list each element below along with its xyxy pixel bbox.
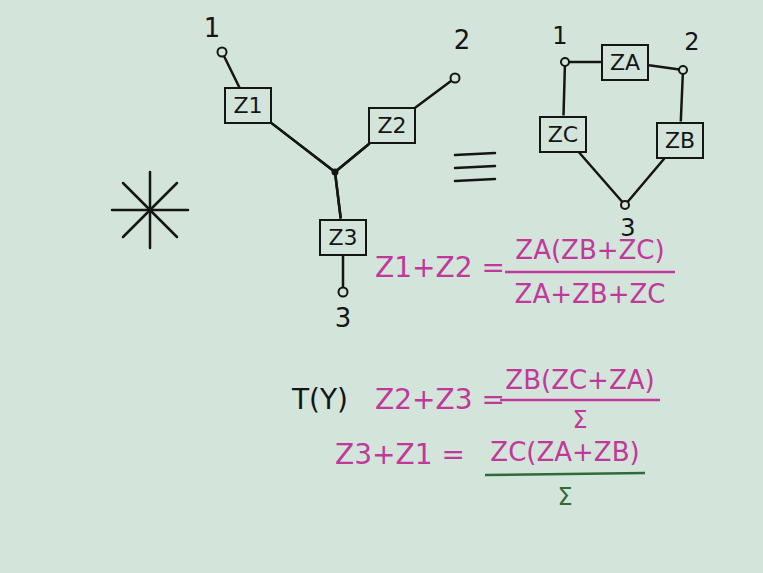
terminal — [218, 48, 227, 57]
fraction-bar — [485, 473, 645, 475]
fraction-bar — [500, 399, 660, 402]
equation-denominator: ZA+ZB+ZC — [515, 280, 666, 309]
terminal — [679, 66, 687, 74]
terminal-number: 1 — [204, 14, 221, 43]
terminal — [561, 58, 569, 66]
terminal-number: 3 — [335, 304, 352, 333]
terminal — [339, 288, 348, 297]
impedance-name: ZC — [548, 122, 578, 147]
equation-left: Z2+Z3 = — [375, 385, 505, 416]
impedance-box: Z1 — [224, 87, 271, 124]
impedance-box: ZA — [601, 44, 649, 81]
equation-left: Z3+Z1 = — [335, 440, 465, 471]
equation-denominator: Σ — [557, 484, 572, 510]
terminal — [621, 201, 629, 209]
equation-numerator: ZB(ZC+ZA) — [505, 366, 654, 395]
impedance-name: Z3 — [328, 225, 357, 250]
wire — [272, 123, 341, 218]
impedance-name: Z1 — [233, 93, 262, 118]
fraction-bar — [505, 271, 675, 274]
impedance-box: Z3 — [319, 219, 366, 256]
star-symbol — [112, 172, 188, 248]
impedance-name: Z2 — [377, 113, 406, 138]
terminal-number: 1 — [552, 23, 567, 49]
equation-left: Z1+Z2 = — [375, 253, 505, 284]
impedance-name: ZA — [610, 50, 640, 75]
impedance-box: ZC — [539, 116, 587, 153]
wire — [272, 123, 370, 172]
equivalence-sign — [455, 153, 495, 181]
terminal — [451, 74, 460, 83]
impedance-box: ZB — [656, 122, 704, 159]
impedance-box: Z2 — [368, 107, 415, 144]
equation-numerator: ZA(ZB+ZC) — [515, 236, 664, 265]
terminal-number: 2 — [454, 26, 471, 55]
network-name: T(Y) — [292, 385, 348, 416]
wire — [564, 62, 601, 116]
impedance-name: ZB — [665, 128, 695, 153]
equation-numerator: ZC(ZA+ZB) — [490, 438, 639, 467]
wire — [649, 65, 683, 121]
equation-denominator: Σ — [572, 407, 587, 433]
wire — [579, 153, 664, 206]
terminal-number: 2 — [684, 29, 699, 55]
